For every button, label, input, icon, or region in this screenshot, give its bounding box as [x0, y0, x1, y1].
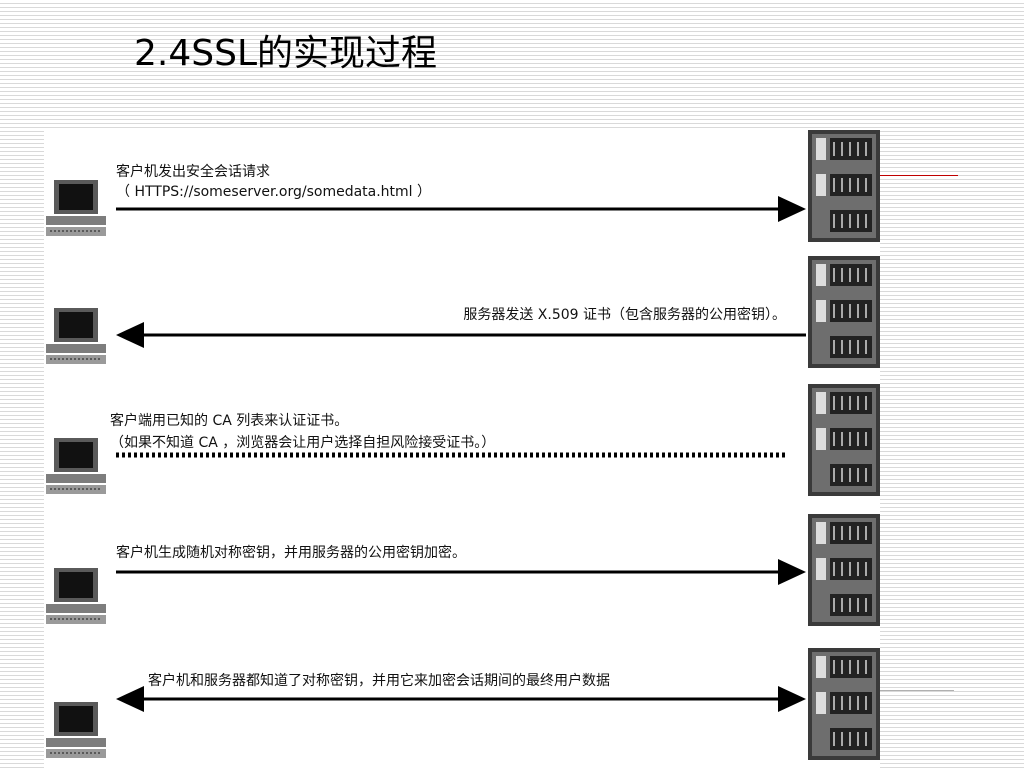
server-icon	[808, 130, 880, 242]
step-5-double-arrow	[116, 686, 806, 712]
ssl-flow-diagram: 客户机发出安全会话请求 （ HTTPS://someserver.org/som…	[44, 128, 880, 768]
decorative-red-line	[880, 175, 958, 176]
step-2-arrow	[116, 322, 806, 348]
flow-step-5: 客户机和服务器都知道了对称密钥，并用它来加密会话期间的最终用户数据	[44, 644, 880, 768]
decorative-gray-line	[880, 690, 954, 691]
client-computer-icon	[46, 568, 106, 624]
step-3-text-line-1: 客户端用已知的 CA 列表来认证证书。	[110, 413, 349, 429]
flow-step-1: 客户机发出安全会话请求 （ HTTPS://someserver.org/som…	[44, 128, 880, 252]
step-1-text-line-2: （ HTTPS://someserver.org/somedata.html ）	[116, 184, 432, 200]
server-icon	[808, 514, 880, 626]
step-5-text-line-1: 客户机和服务器都知道了对称密钥，并用它来加密会话期间的最终用户数据	[148, 673, 610, 689]
step-4-arrow	[116, 559, 806, 585]
step-1-arrow	[116, 196, 806, 222]
step-3-dotted-line	[116, 452, 788, 458]
client-computer-icon	[46, 702, 106, 758]
slide-title: 2.4SSL的实现过程	[134, 33, 438, 74]
flow-step-2: 服务器发送 X.509 证书（包含服务器的公用密钥）。	[44, 256, 880, 380]
step-1-text-line-1: 客户机发出安全会话请求	[116, 164, 270, 180]
server-icon	[808, 648, 880, 760]
server-icon	[808, 384, 880, 496]
client-computer-icon	[46, 308, 106, 364]
step-4-text-line-1: 客户机生成随机对称密钥，并用服务器的公用密钥加密。	[116, 545, 466, 561]
step-2-text-line-1: 服务器发送 X.509 证书（包含服务器的公用密钥）。	[463, 307, 786, 323]
client-computer-icon	[46, 438, 106, 494]
server-icon	[808, 256, 880, 368]
client-computer-icon	[46, 180, 106, 236]
flow-step-3: 客户端用已知的 CA 列表来认证证书。 （如果不知道 CA ，浏览器会让用户选择…	[44, 384, 880, 508]
step-3-text-line-2: （如果不知道 CA ，浏览器会让用户选择自担风险接受证书。）	[110, 435, 496, 451]
flow-step-4: 客户机生成随机对称密钥，并用服务器的公用密钥加密。	[44, 514, 880, 638]
